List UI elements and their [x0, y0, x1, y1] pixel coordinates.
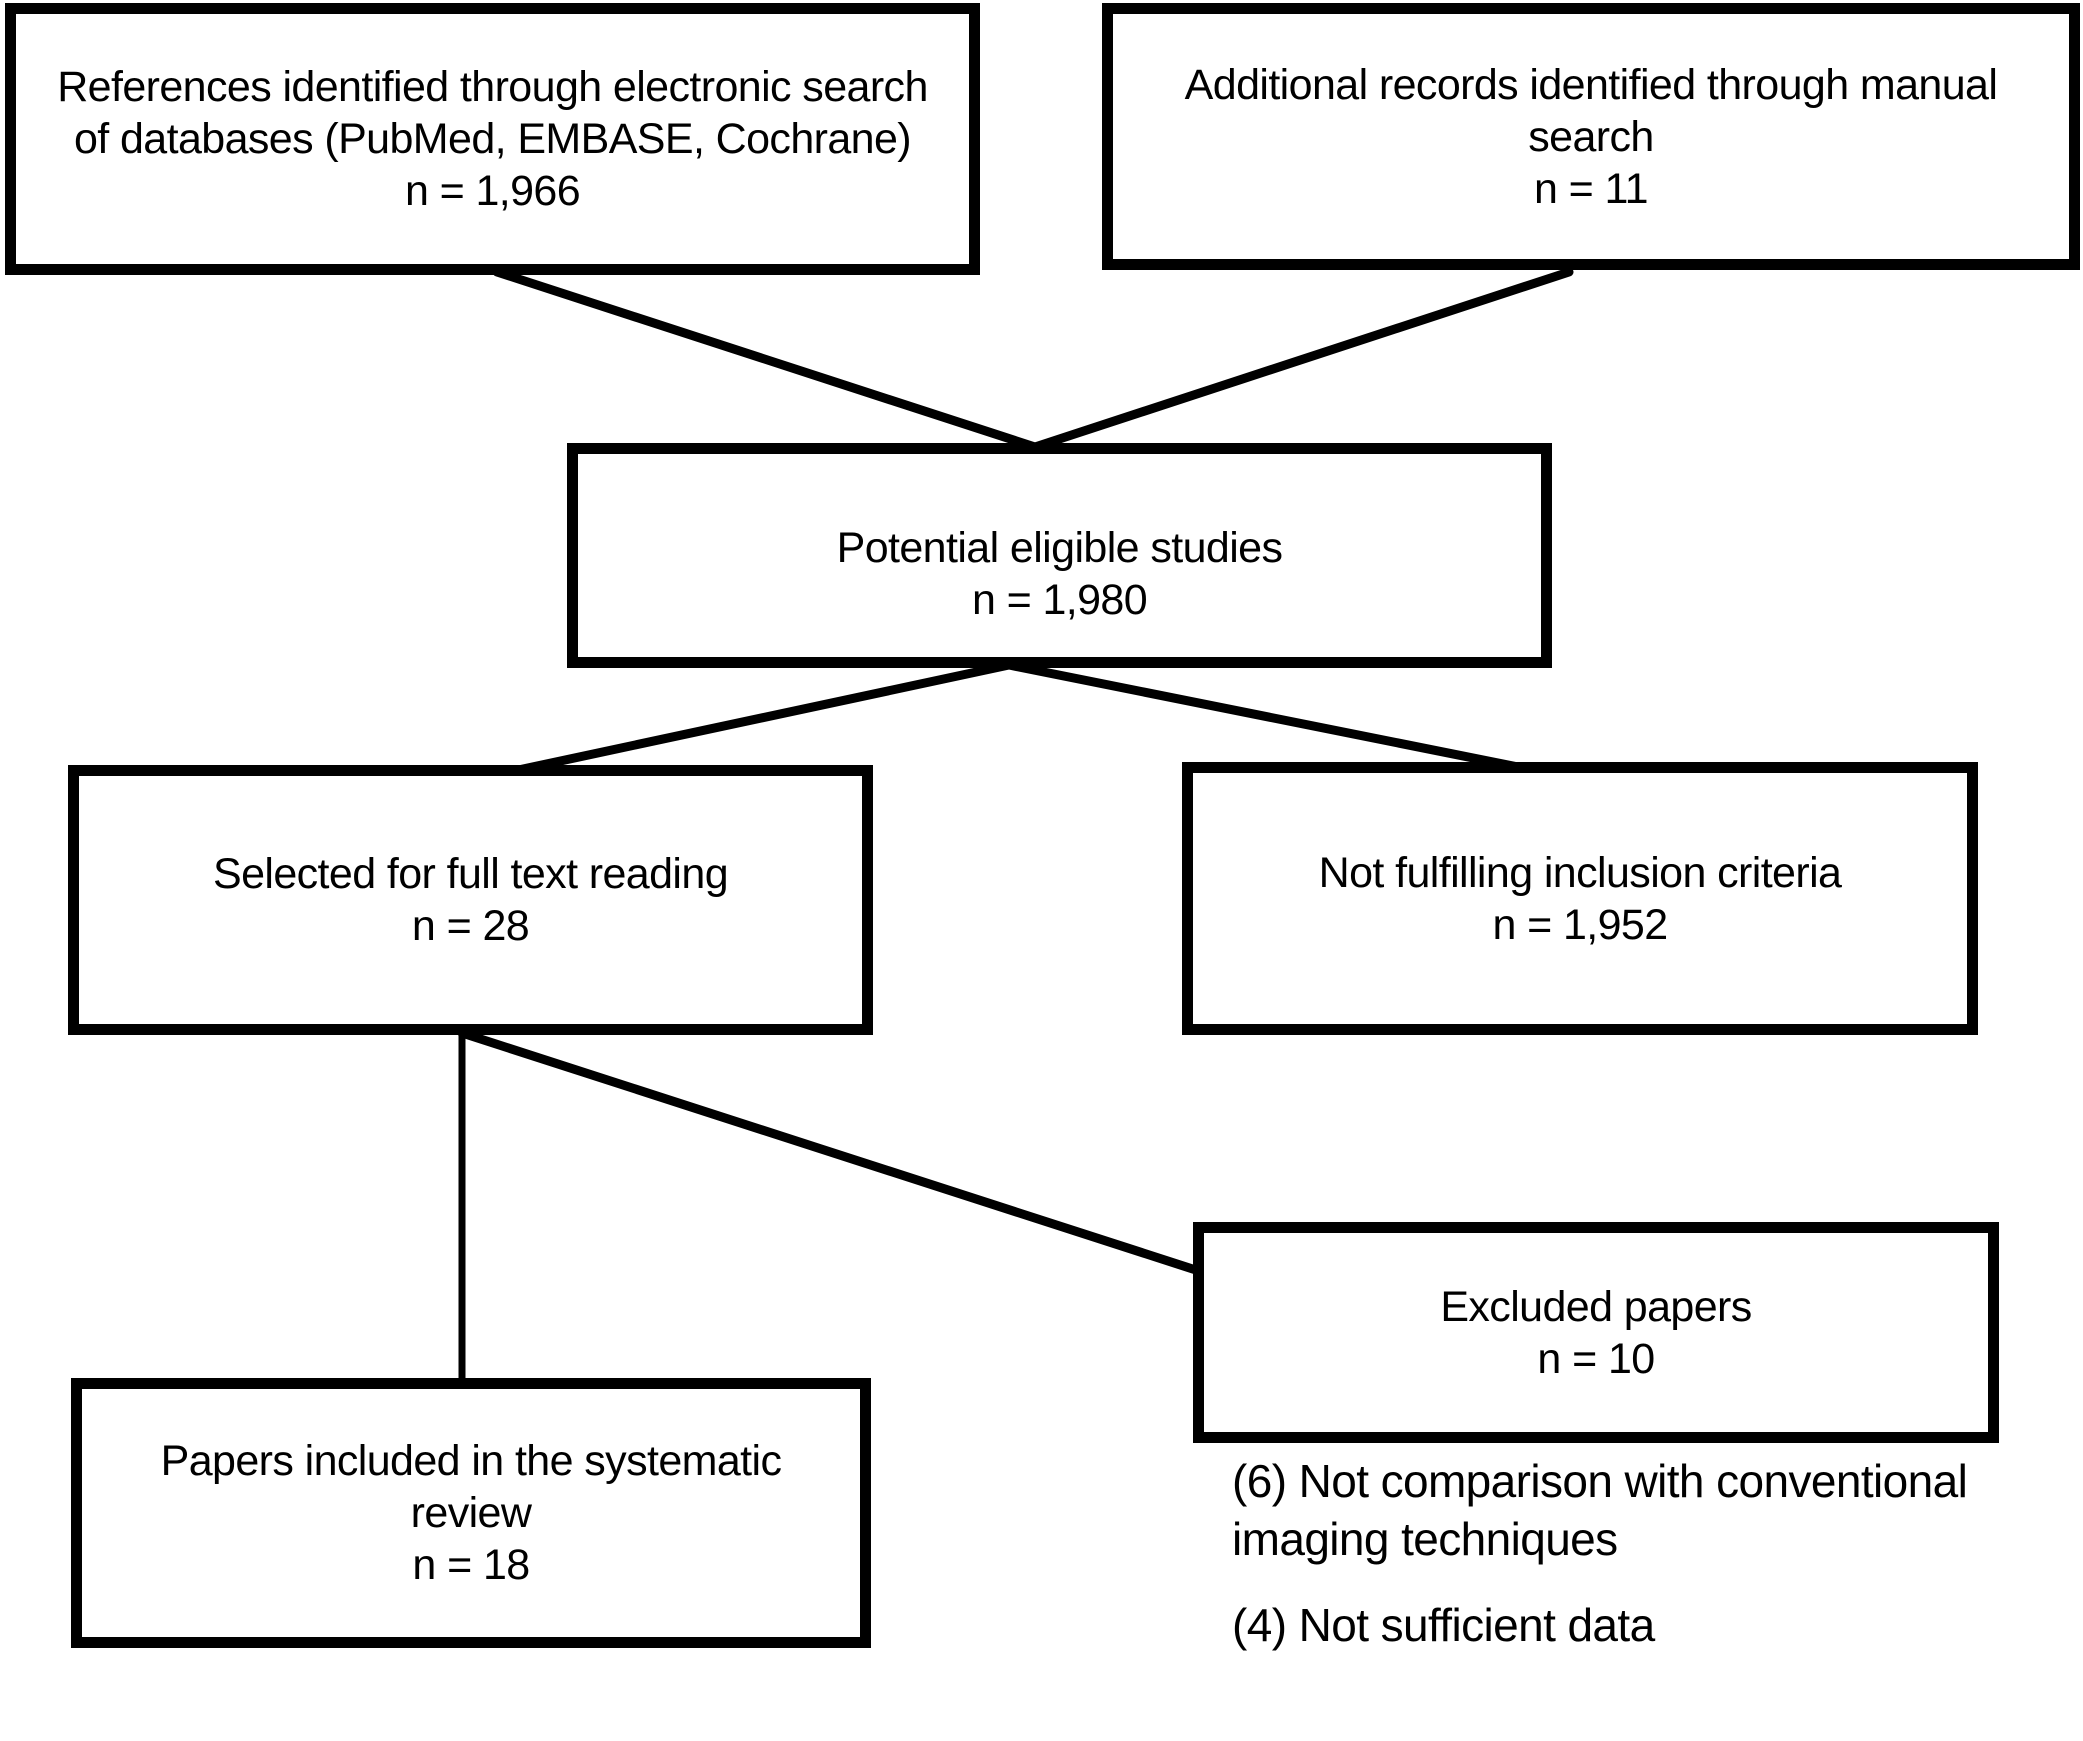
box-count-line: n = 1,952	[1492, 900, 1668, 949]
box-additional-manual-search: Additional records identified through ma…	[1102, 3, 2080, 270]
box-text-line: review	[410, 1489, 532, 1537]
connector-eligible-to-fulltext	[504, 660, 1014, 777]
box-text-line: search	[1528, 112, 1654, 161]
exclusion-reason-line: imaging techniques	[1232, 1513, 1618, 1565]
exclusion-reason-item: (6) Not comparison with conventional ima…	[1232, 1452, 2032, 1568]
box-not-fulfilling-inclusion-criteria: Not fulfilling inclusion criteria n = 1,…	[1182, 762, 1978, 1035]
exclusion-reasons-list: (6) Not comparison with conventional ima…	[1232, 1452, 2032, 1654]
connector-eligible-to-notfulfilling	[1004, 660, 1533, 774]
box-count-line: n = 1,966	[404, 167, 581, 215]
box-text-line: References identified through electronic…	[57, 63, 928, 111]
box-excluded-papers: Excluded papers n = 10	[1193, 1222, 1999, 1443]
box-text-line: Not fulfilling inclusion criteria	[1318, 848, 1842, 897]
box-text-line: Excluded papers	[1440, 1282, 1752, 1331]
connector-manual-to-eligible	[1030, 267, 1574, 452]
box-selected-full-text-reading: Selected for full text reading n = 28	[68, 765, 873, 1035]
box-text-line: of databases (PubMed, EMBASE, Cochrane)	[73, 115, 912, 163]
box-text-line: Potential eligible studies	[836, 523, 1283, 572]
connector-electronic-to-eligible	[492, 267, 1040, 452]
connector-fulltext-to-excluded	[457, 1028, 1207, 1277]
exclusion-reason-item: (4) Not sufficient data	[1232, 1596, 2032, 1654]
exclusion-reason-line: (6) Not comparison with conventional	[1232, 1455, 1968, 1507]
box-text-line: Papers included in the systematic	[160, 1437, 782, 1485]
box-count-line: n = 18	[412, 1541, 530, 1589]
box-text-line: Additional records identified through ma…	[1184, 60, 1998, 109]
box-papers-included-systematic-review: Papers included in the systematic review…	[71, 1378, 871, 1648]
box-count-line: n = 1,980	[971, 575, 1148, 624]
box-count-line: n = 10	[1537, 1334, 1655, 1383]
box-count-line: n = 11	[1534, 164, 1649, 213]
box-references-electronic-search: References identified through electronic…	[5, 3, 980, 275]
exclusion-reason-line: (4) Not sufficient data	[1232, 1599, 1655, 1651]
box-text-line: Selected for full text reading	[212, 850, 729, 898]
box-count-line: n = 28	[411, 902, 530, 950]
box-potential-eligible-studies: Potential eligible studies n = 1,980	[567, 443, 1552, 668]
